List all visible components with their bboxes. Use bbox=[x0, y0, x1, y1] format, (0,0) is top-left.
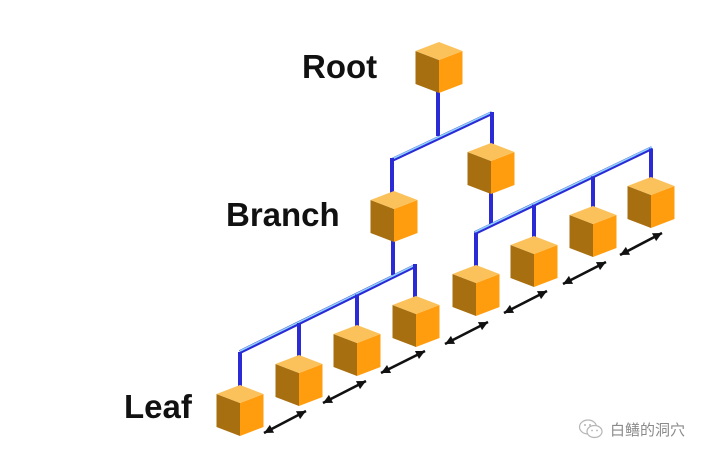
arrow-head bbox=[445, 335, 456, 344]
leaf-node bbox=[452, 265, 500, 316]
cube-right-face bbox=[651, 186, 675, 228]
cube-top-face bbox=[275, 355, 323, 373]
cube-right-face bbox=[299, 364, 323, 406]
arrow-head bbox=[381, 364, 392, 373]
cube-top-face bbox=[627, 177, 675, 195]
cube-left-face bbox=[467, 152, 491, 194]
cube-left-face bbox=[452, 274, 476, 316]
cube-top-face bbox=[569, 206, 617, 224]
connectors bbox=[238, 90, 653, 395]
cube-left-face bbox=[370, 200, 394, 242]
cube-right-face bbox=[593, 215, 617, 257]
cube-right-face bbox=[357, 334, 381, 376]
connector-bar-highlight bbox=[391, 111, 493, 160]
cube-top-face bbox=[333, 325, 381, 343]
cube-right-face bbox=[476, 274, 500, 316]
root-branch-bar bbox=[391, 111, 493, 162]
arrow-head bbox=[620, 246, 631, 255]
cube-left-face bbox=[216, 394, 240, 436]
arrow-head bbox=[323, 394, 334, 403]
arrow-head bbox=[563, 275, 574, 284]
cube-right-face bbox=[240, 394, 264, 436]
leaf-link-arrow bbox=[503, 289, 548, 315]
leaf-node bbox=[627, 177, 675, 228]
cube-top-face bbox=[510, 236, 558, 254]
cube-left-face bbox=[275, 364, 299, 406]
arrow-head bbox=[295, 411, 306, 420]
leaf-link-arrow bbox=[380, 349, 426, 375]
arrow-head bbox=[477, 322, 488, 331]
cube-right-face bbox=[439, 51, 463, 93]
cube-left-face bbox=[569, 215, 593, 257]
leaf-link-arrow bbox=[444, 320, 489, 346]
cube-top-face bbox=[370, 191, 418, 209]
leaf-link-arrow bbox=[562, 260, 607, 286]
branch-node bbox=[370, 191, 418, 242]
connector-bar-highlight bbox=[239, 264, 416, 352]
cube-right-face bbox=[416, 305, 440, 347]
wechat-icon bbox=[578, 419, 603, 439]
watermark: 白鳝的洞穴 bbox=[578, 418, 685, 440]
leaf-node bbox=[510, 236, 558, 287]
leaf-node bbox=[275, 355, 323, 406]
cube-left-face bbox=[415, 51, 439, 93]
cube-left-face bbox=[392, 305, 416, 347]
leaf-node bbox=[392, 296, 440, 347]
arrow-head bbox=[504, 304, 515, 313]
cube-top-face bbox=[415, 42, 463, 60]
leaf-level-label: Leaf bbox=[124, 388, 192, 425]
root-level-label: Root bbox=[302, 48, 378, 85]
cube-top-face bbox=[216, 385, 264, 403]
cube-left-face bbox=[333, 334, 357, 376]
cube-top-face bbox=[452, 265, 500, 283]
arrow-head bbox=[414, 351, 425, 360]
watermark-text: 白鳝的洞穴 bbox=[610, 420, 686, 439]
connector-bar-highlight bbox=[474, 146, 653, 233]
leaf-link-arrow bbox=[322, 379, 367, 405]
cube-right-face bbox=[394, 200, 418, 242]
arrow-head bbox=[595, 262, 606, 271]
arrow-head bbox=[536, 291, 547, 300]
cube-right-face bbox=[491, 152, 515, 194]
cube-left-face bbox=[510, 245, 534, 287]
leaf-node bbox=[569, 206, 617, 257]
branch-level-label: Branch bbox=[226, 196, 340, 233]
arrow-head bbox=[264, 424, 275, 433]
cube-left-face bbox=[627, 186, 651, 228]
leaf-link-arrow bbox=[619, 231, 663, 257]
leaf-node bbox=[216, 385, 264, 436]
arrow-head bbox=[651, 233, 662, 242]
cube-top-face bbox=[467, 143, 515, 161]
leaf-link-arrow bbox=[263, 409, 307, 435]
leaf-node bbox=[333, 325, 381, 376]
nodes bbox=[216, 42, 675, 436]
leaf-links bbox=[263, 231, 663, 435]
arrow-head bbox=[355, 381, 366, 390]
cube-top-face bbox=[392, 296, 440, 314]
right-leaf-bar bbox=[474, 146, 653, 235]
branch-node bbox=[467, 143, 515, 194]
left-leaf-bar bbox=[239, 264, 416, 354]
root-node bbox=[415, 42, 463, 93]
cube-right-face bbox=[534, 245, 558, 287]
